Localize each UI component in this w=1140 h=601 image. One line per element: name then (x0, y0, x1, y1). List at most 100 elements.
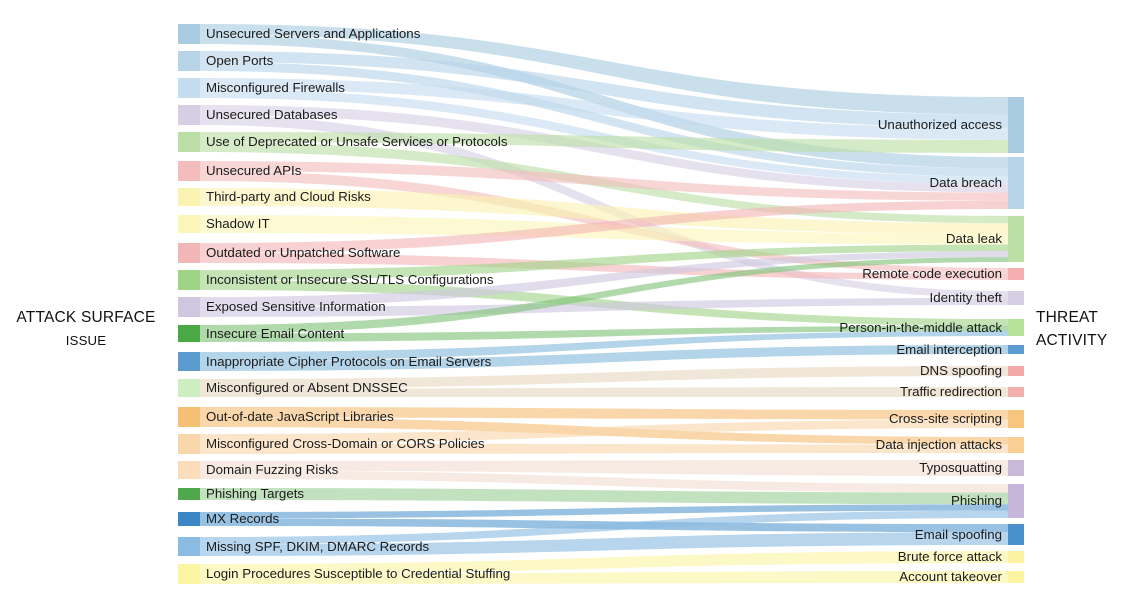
sankey-link[interactable] (200, 61, 1008, 177)
sankey-link[interactable] (200, 470, 1008, 493)
sankey-node-target[interactable] (1008, 366, 1024, 376)
target-node-label: Email spoofing (914, 526, 1002, 542)
sankey-link[interactable] (200, 510, 1008, 545)
sankey-link[interactable] (200, 443, 1008, 454)
sankey-link[interactable] (200, 34, 1008, 169)
sankey-link[interactable] (200, 532, 1008, 556)
source-node-label: Phishing Targets (206, 486, 305, 501)
sankey-link[interactable] (200, 24, 1008, 115)
sankey-node-target[interactable] (1008, 484, 1024, 518)
target-node-label: Data breach (929, 175, 1002, 190)
sankey-node-source[interactable] (178, 512, 200, 526)
sankey-node-source[interactable] (178, 161, 200, 181)
sankey-node-source[interactable] (178, 24, 200, 44)
source-node-label: Outdated or Unpatched Software (206, 245, 401, 260)
sankey-node-target[interactable] (1008, 291, 1024, 305)
sankey-node-source[interactable] (178, 270, 200, 290)
sankey-node-target[interactable] (1008, 345, 1024, 354)
sankey-link[interactable] (200, 78, 1008, 140)
sankey-link[interactable] (200, 298, 1008, 317)
source-node-label: Login Procedures Susceptible to Credenti… (206, 566, 511, 581)
source-node-label: Shadow IT (206, 216, 270, 231)
sankey-node-target[interactable] (1008, 319, 1024, 336)
sankey-node-source[interactable] (178, 407, 200, 427)
sankey-node-target[interactable] (1008, 524, 1024, 545)
left-axis-title-line1: ATTACK SURFACE (16, 309, 156, 326)
sankey-node-target[interactable] (1008, 410, 1024, 428)
source-node-label: Inappropriate Cipher Protocols on Email … (206, 353, 492, 369)
sankey-node-source[interactable] (178, 215, 200, 233)
sankey-link[interactable] (200, 460, 1008, 476)
right-axis-title-line1: THREAT (1036, 309, 1099, 326)
source-node-label: Out-of-date JavaScript Libraries (206, 409, 394, 424)
source-node-label: Unsecured Databases (206, 107, 338, 122)
sankey-link[interactable] (200, 161, 1008, 201)
source-node-label: Open Ports (206, 53, 274, 68)
sankey-node-source[interactable] (178, 132, 200, 152)
source-node-label: Inconsistent or Insecure SSL/TLS Configu… (206, 272, 494, 287)
sankey-node-target[interactable] (1008, 571, 1024, 583)
sankey-link[interactable] (200, 571, 1008, 584)
sankey-node-target[interactable] (1008, 437, 1024, 453)
target-node-label: Typosquatting (919, 460, 1002, 475)
sankey-node-target[interactable] (1008, 97, 1024, 153)
target-node-label: Cross-site scripting (888, 411, 1002, 426)
sankey-node-source[interactable] (178, 188, 200, 206)
sankey-node-target[interactable] (1008, 551, 1024, 563)
sankey-node-source[interactable] (178, 434, 200, 454)
sankey-node-target[interactable] (1008, 268, 1024, 280)
target-node-label: Identity theft (929, 290, 1002, 305)
sankey-link[interactable] (200, 366, 1008, 389)
sankey-link[interactable] (200, 105, 1008, 193)
sankey-link[interactable] (200, 244, 1008, 280)
sankey-link[interactable] (200, 188, 1008, 235)
sankey-node-source[interactable] (178, 352, 200, 371)
sankey-link[interactable] (200, 51, 1008, 128)
sankey-node-target[interactable] (1008, 387, 1024, 397)
sankey-node-source[interactable] (178, 51, 200, 71)
sankey-link[interactable] (200, 132, 1008, 153)
source-node-label: Unsecured Servers and Applications (206, 26, 421, 41)
source-node-label: Use of Deprecated or Unsafe Services or … (206, 134, 508, 149)
source-node-label: Insecure Email Content (206, 325, 345, 341)
sankey-link[interactable] (200, 387, 1008, 397)
sankey-node-target[interactable] (1008, 216, 1024, 262)
sankey-node-source[interactable] (178, 379, 200, 397)
left-axis-title-line2: ISSUE (65, 333, 107, 348)
target-node-label: Account takeover (899, 569, 1002, 584)
sankey-node-source[interactable] (178, 325, 200, 342)
sankey-link[interactable] (200, 551, 1008, 574)
source-node-label: Misconfigured Firewalls (206, 80, 345, 95)
sankey-link[interactable] (200, 200, 1008, 253)
source-node-label: Misconfigured Cross-Domain or CORS Polic… (206, 436, 485, 451)
sankey-link[interactable] (200, 253, 1008, 280)
left-axis-title: ATTACK SURFACE ISSUE (0, 306, 172, 352)
sankey-node-source[interactable] (178, 105, 200, 125)
sankey-link[interactable] (200, 330, 1008, 361)
sankey-node-source[interactable] (178, 297, 200, 317)
sankey-link[interactable] (200, 488, 1008, 505)
source-node-label: Misconfigured or Absent DNSSEC (206, 380, 408, 395)
sankey-node-source[interactable] (178, 564, 200, 584)
target-node-label: DNS spoofing (919, 363, 1002, 378)
sankey-node-source[interactable] (178, 488, 200, 500)
sankey-node-source[interactable] (178, 537, 200, 556)
target-node-label: Data leak (945, 231, 1002, 246)
sankey-links-layer (200, 24, 1008, 584)
sankey-node-source[interactable] (178, 243, 200, 263)
source-node-label: MX Records (206, 511, 280, 526)
sankey-link[interactable] (200, 251, 1008, 307)
sankey-link[interactable] (200, 407, 1008, 420)
sankey-node-source[interactable] (178, 78, 200, 98)
sankey-link[interactable] (200, 419, 1008, 444)
sankey-link[interactable] (200, 257, 1008, 334)
sankey-link[interactable] (200, 345, 1008, 371)
sankey-node-source[interactable] (178, 461, 200, 479)
target-node-label: Traffic redirection (900, 384, 1002, 399)
right-axis-title: THREAT ACTIVITY (1036, 306, 1140, 352)
sankey-node-target[interactable] (1008, 157, 1024, 209)
sankey-node-target[interactable] (1008, 460, 1024, 476)
sankey-link[interactable] (200, 325, 1008, 342)
sankey-link[interactable] (200, 504, 1008, 519)
